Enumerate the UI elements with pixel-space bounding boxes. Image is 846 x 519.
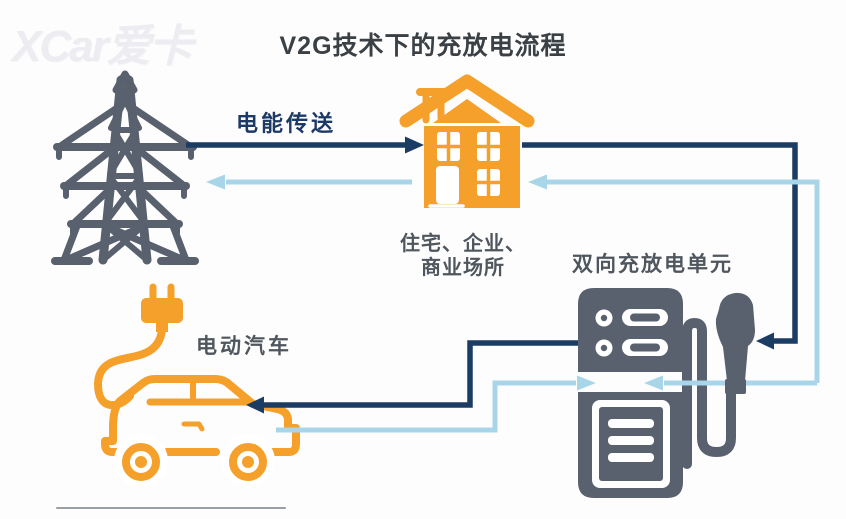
charging-plug-prongs: [149, 283, 175, 303]
arrow-grid-to-building: [186, 136, 424, 154]
xcar-watermark-logo: XCar爱卡: [12, 22, 193, 71]
car-wheels: [114, 434, 275, 488]
charging-gun-nozzle: [725, 379, 746, 394]
label-energy-transfer: 电能传送: [236, 111, 337, 136]
arrow-building-to-charger: [522, 142, 798, 350]
charging-plug-icon: [141, 298, 183, 323]
label-charger-unit: 双向充放电单元: [572, 253, 733, 276]
charger-screen-lines: [608, 419, 654, 462]
house-door: [436, 166, 459, 204]
arrow-charger-to-building: [528, 174, 820, 383]
power-transmission-tower-icon: [51, 70, 199, 265]
bidirectional-charger-icon: [578, 288, 755, 498]
bottom-divider-line: [56, 507, 286, 509]
arrow-ev-to-charger: [276, 380, 560, 433]
diagram-title: V2G技术下的充放电流程: [279, 32, 567, 60]
label-ev: 电动汽车: [196, 335, 292, 358]
label-building-line1: 住宅、企业、: [400, 233, 526, 255]
electric-car-icon: [94, 283, 300, 488]
arrow-charger-to-ev: [246, 340, 578, 414]
label-building-line2: 商业场所: [421, 257, 505, 279]
arrow-ev-to-charger-head: [560, 375, 596, 391]
charging-gun-icon: [715, 292, 755, 381]
label-building: 住宅、企业、 商业场所: [390, 232, 536, 280]
house-icon: [399, 74, 535, 208]
arrow-building-to-grid: [206, 174, 412, 190]
